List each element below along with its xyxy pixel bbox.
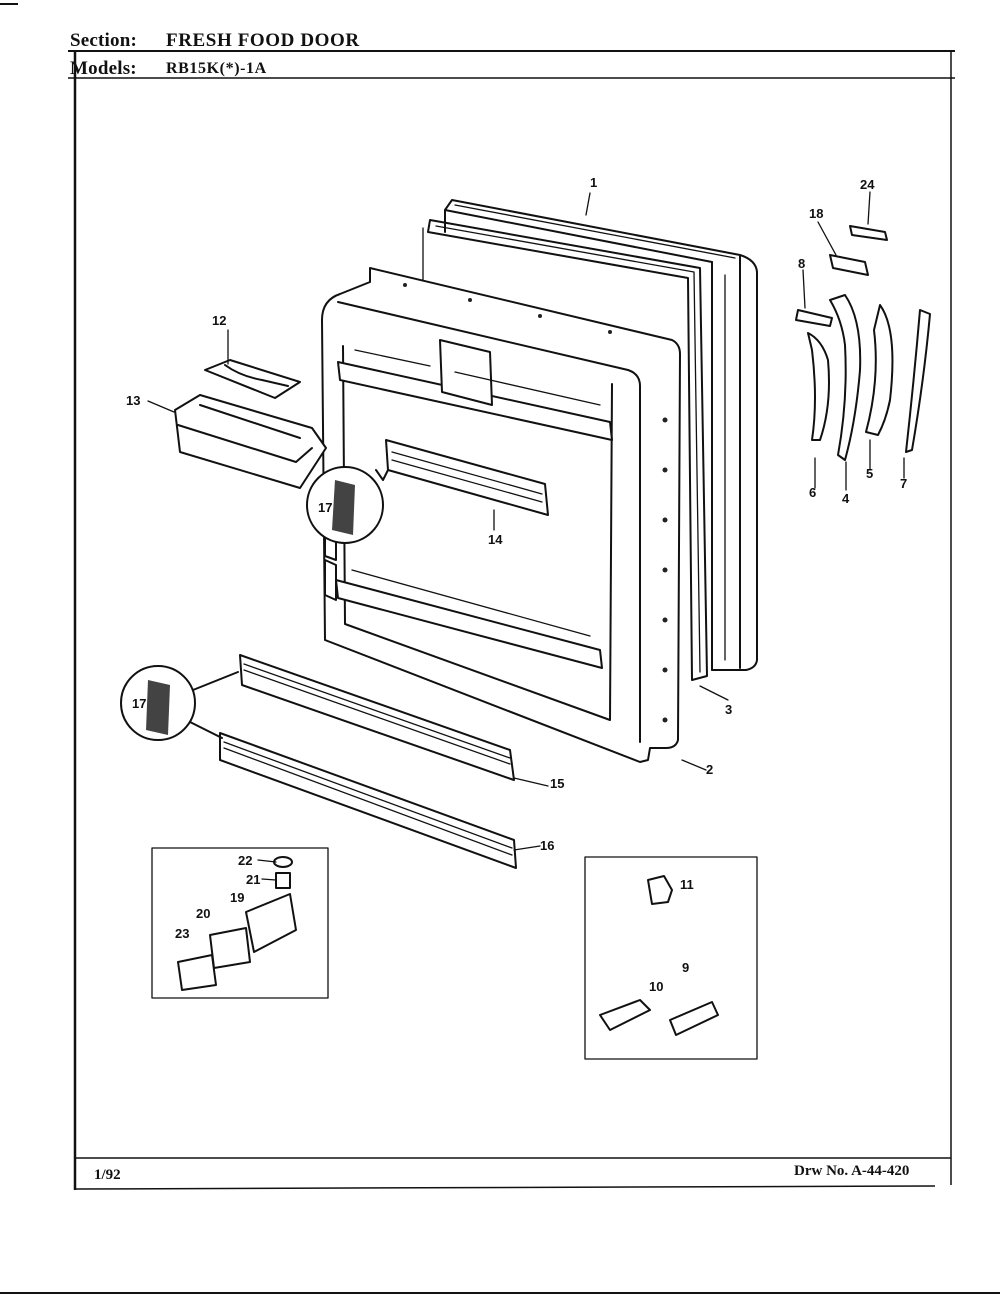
dairy-cover <box>204 359 301 399</box>
models-label: Models: <box>70 58 137 79</box>
callout-23: 23 <box>175 926 189 941</box>
callout-24: 24 <box>860 177 875 192</box>
models-value: RB15K(*)-1A <box>166 60 267 77</box>
callout-18: 18 <box>809 206 823 221</box>
dairy-compartment <box>174 394 327 489</box>
detail-box-left <box>151 847 329 999</box>
section-value: FRESH FOOD DOOR <box>166 30 360 51</box>
callout-22: 22 <box>238 853 252 868</box>
detail-circle-upper <box>306 466 389 544</box>
outer-door-panel <box>444 199 758 671</box>
detail-box-right <box>584 856 758 1060</box>
callout-3: 3 <box>725 702 732 717</box>
callout-16: 16 <box>540 838 554 853</box>
callout-20: 20 <box>196 906 210 921</box>
section-label: Section: <box>70 30 138 51</box>
callout-19: 19 <box>230 890 244 905</box>
hinge-parts <box>795 225 931 461</box>
callout-10: 10 <box>649 979 663 994</box>
callout-12: 12 <box>212 313 226 328</box>
callout-11: 11 <box>680 877 694 892</box>
callout-17-lower: 17 <box>132 696 146 711</box>
inner-door-liner <box>321 267 681 763</box>
callout-6: 6 <box>809 485 816 500</box>
drawing-number: Drw No. A-44-420 <box>794 1163 910 1179</box>
callout-15: 15 <box>550 776 564 791</box>
leader-lines <box>147 191 905 881</box>
callout-13: 13 <box>126 393 140 408</box>
detail-circle-lower <box>120 665 239 741</box>
callout-1: 1 <box>590 175 597 190</box>
callout-8: 8 <box>798 256 805 271</box>
callout-5: 5 <box>866 466 873 481</box>
callout-14: 14 <box>488 532 503 547</box>
shelf-rail <box>385 439 549 516</box>
callout-9: 9 <box>682 960 689 975</box>
callout-2: 2 <box>706 762 713 777</box>
page-frame <box>0 3 1000 1294</box>
door-bar-lower <box>219 732 517 869</box>
callout-4: 4 <box>842 491 850 506</box>
callout-21: 21 <box>246 872 260 887</box>
callout-17-upper: 17 <box>318 500 332 515</box>
door-bar-upper <box>239 654 515 781</box>
callout-7: 7 <box>900 476 907 491</box>
footer-date: 1/92 <box>94 1167 121 1183</box>
